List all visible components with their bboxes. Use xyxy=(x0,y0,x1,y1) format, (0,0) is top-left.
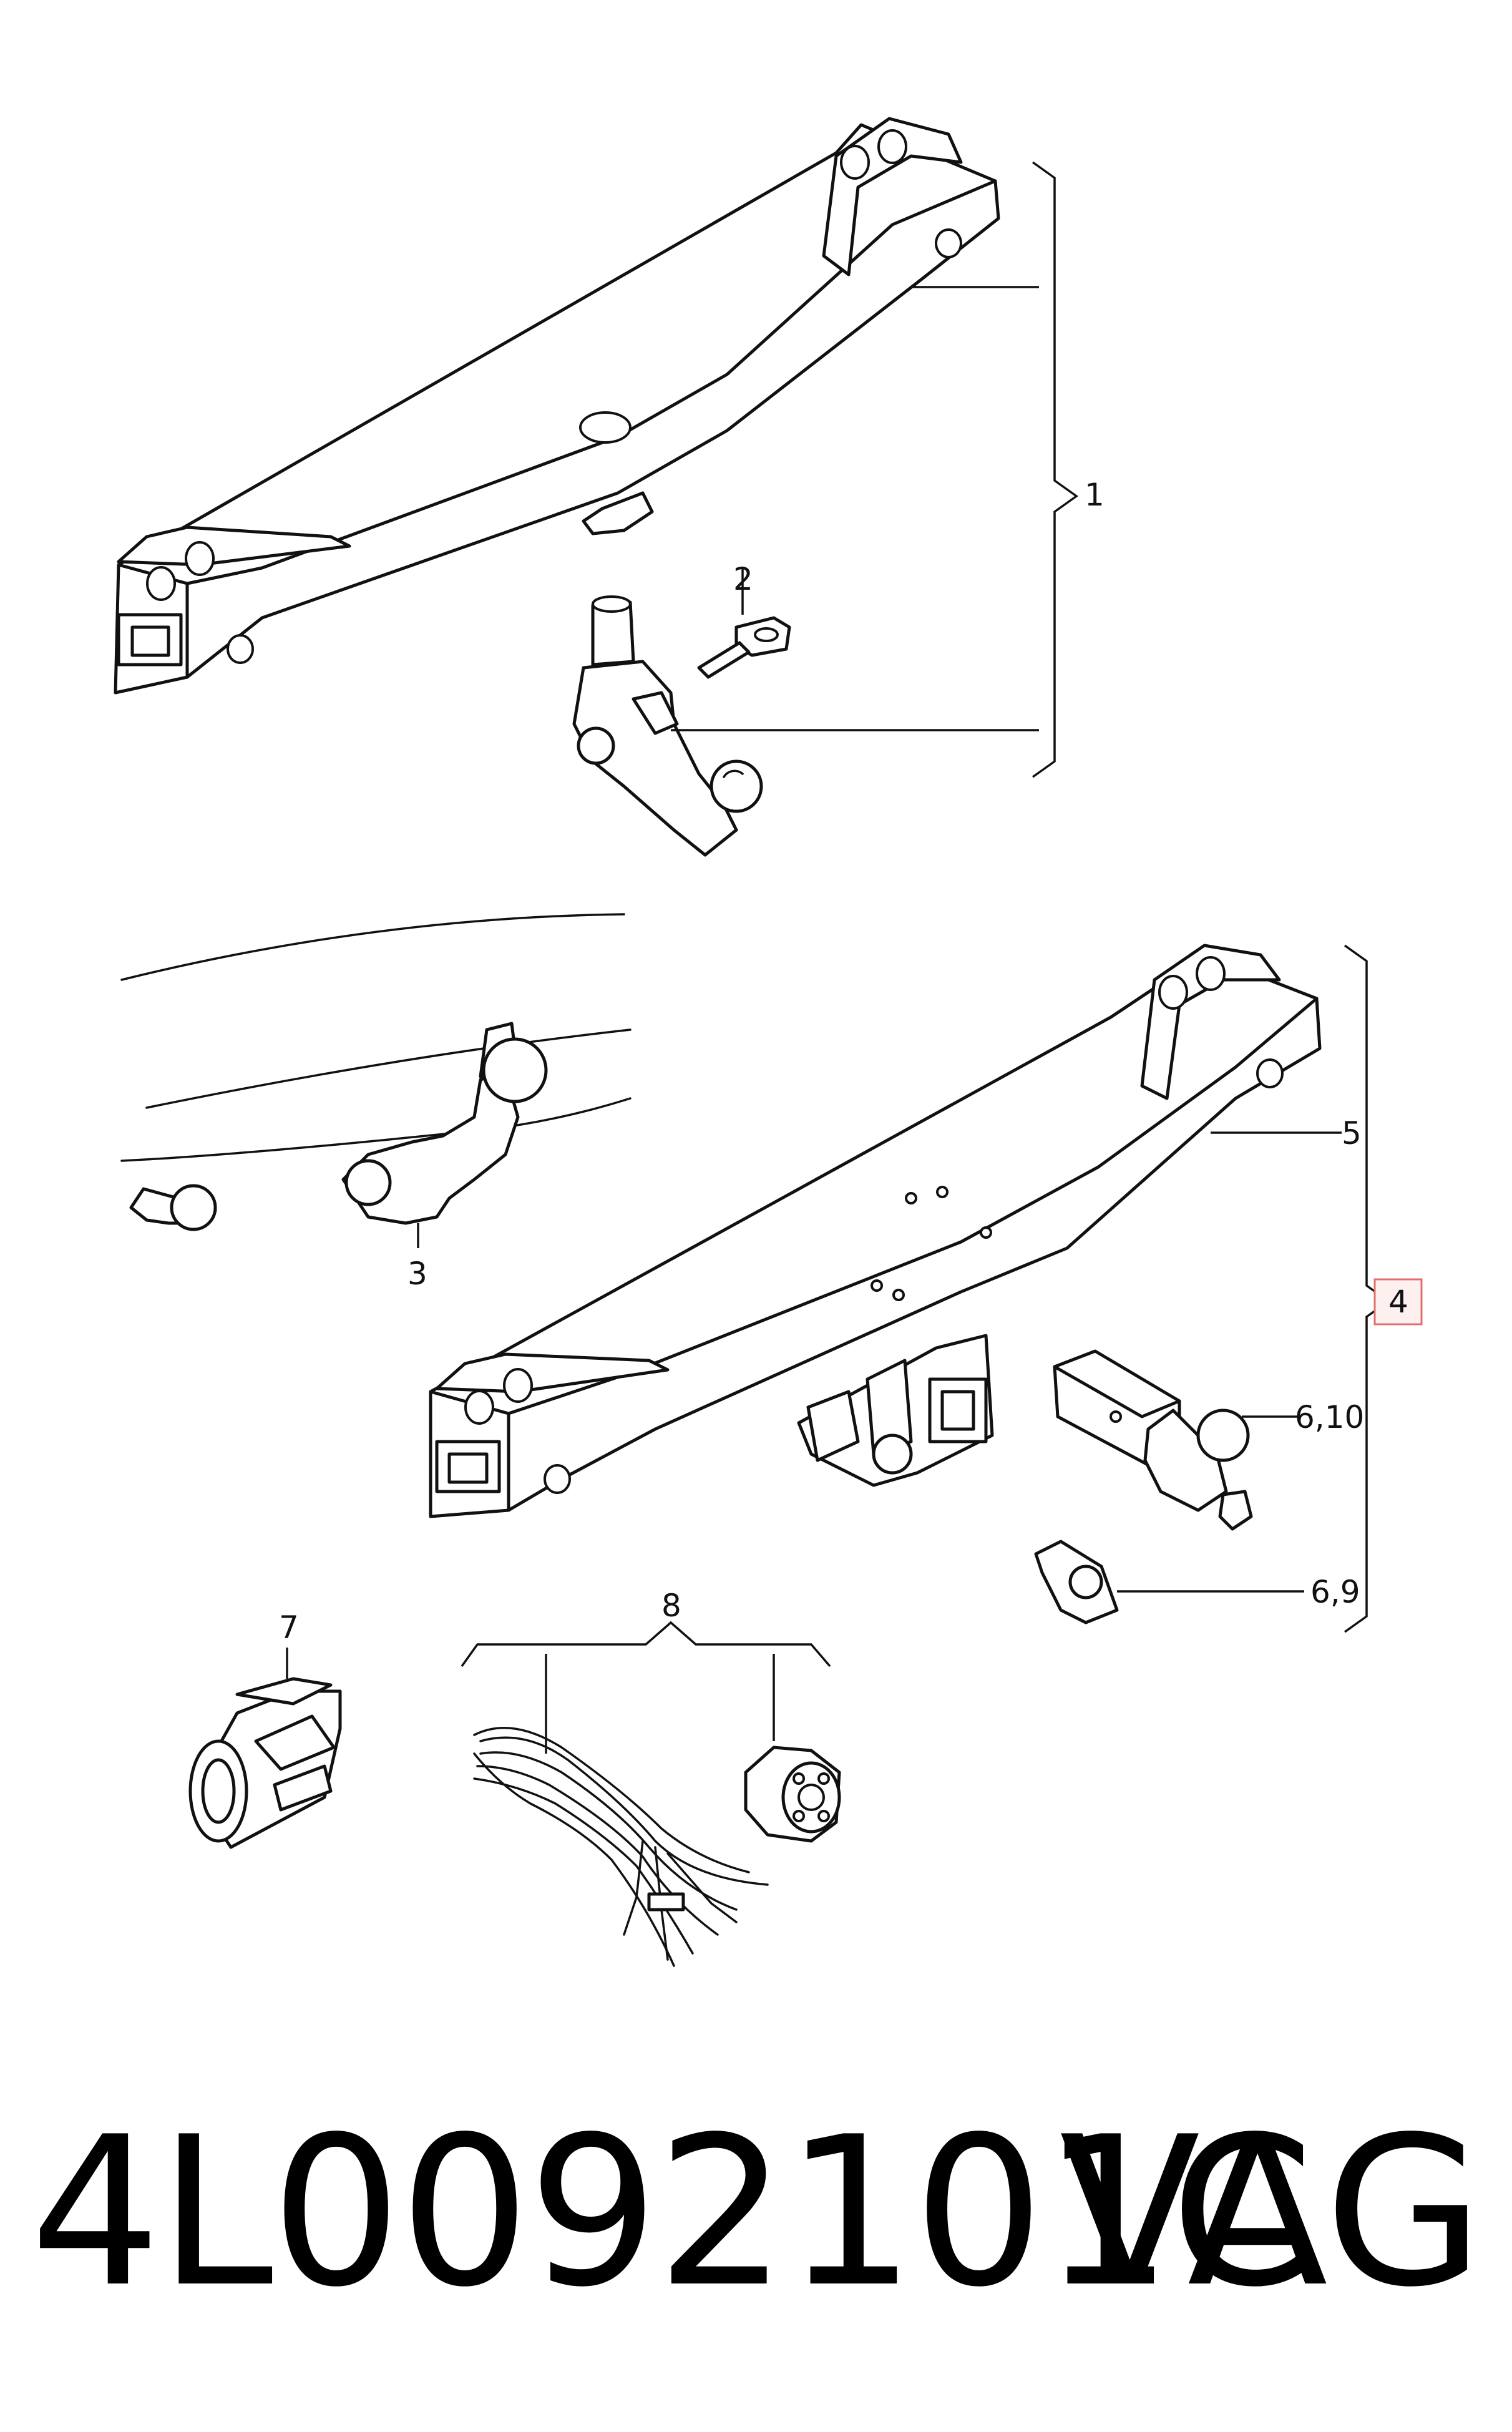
bracket-1 xyxy=(1032,161,1079,778)
callout-1: 1 xyxy=(1085,477,1105,513)
callout-4: 4 xyxy=(1388,1284,1408,1320)
ball-mount-insert xyxy=(1053,1349,1253,1531)
wiring-harness xyxy=(473,1727,769,1967)
callout-3: 3 xyxy=(407,1256,427,1292)
clip-part xyxy=(1034,1540,1119,1624)
footer: 4L0092101C VAG xyxy=(0,2081,1512,2343)
bracket-8 xyxy=(461,1621,831,1668)
part-number: 4L0092101C xyxy=(30,2093,1314,2332)
callout-2: 2 xyxy=(733,561,753,597)
socket-insert-8 xyxy=(744,1746,841,1843)
detachable-ball-neck xyxy=(572,595,763,857)
crossmember-receiver xyxy=(429,944,1322,1518)
callout-8: 8 xyxy=(661,1588,681,1624)
callout-6-9: 6,9 xyxy=(1310,1574,1360,1610)
callout-7: 7 xyxy=(279,1609,299,1646)
callout-6-10: 6,10 xyxy=(1295,1399,1364,1435)
key xyxy=(697,616,791,679)
socket-7 xyxy=(188,1677,342,1849)
fixed-ball-hitch xyxy=(341,1022,548,1225)
brand-name: VAG xyxy=(1059,2093,1484,2332)
callout-5: 5 xyxy=(1342,1115,1362,1151)
callout-4-box xyxy=(1373,1278,1423,1326)
crossmember-top xyxy=(114,117,1000,695)
car-rear-section xyxy=(120,913,632,1231)
